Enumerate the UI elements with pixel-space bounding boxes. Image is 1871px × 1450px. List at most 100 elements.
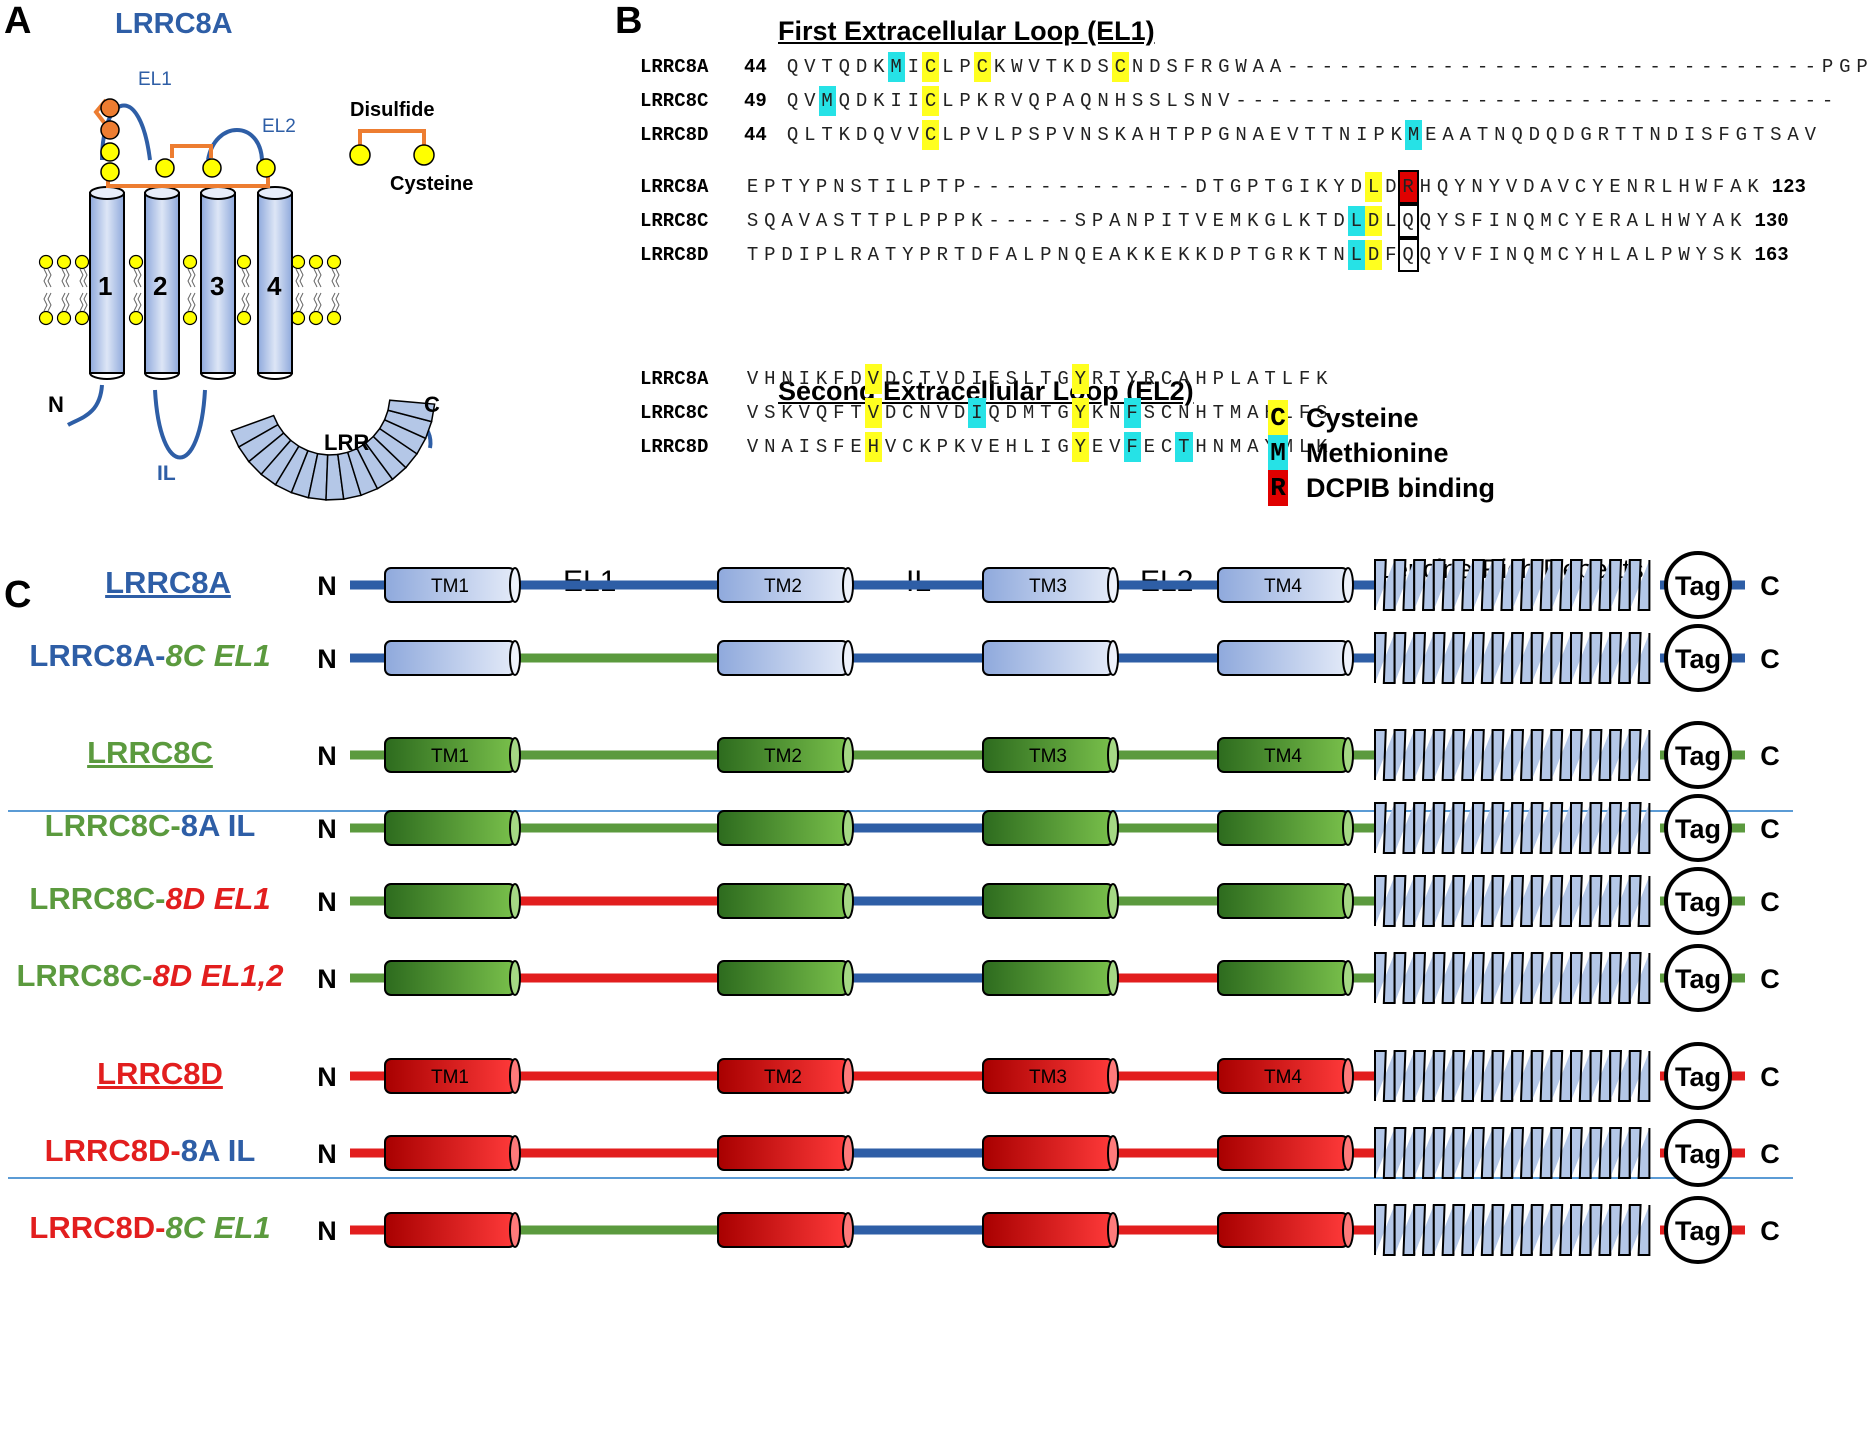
tm-label: TM2 [764, 1067, 802, 1088]
tm-label: TM3 [1029, 1067, 1067, 1088]
tag-label: Tag [1675, 741, 1721, 771]
sequence-name: LRRC8C [640, 402, 709, 424]
n-terminus-label: N [317, 887, 337, 917]
tm-label: TM3 [1029, 746, 1067, 767]
tm-segment-4 [1217, 810, 1354, 846]
tag-label: Tag [1675, 644, 1721, 674]
c-terminus-label: C [1760, 814, 1780, 844]
construct-label-part: LRRC8A [105, 565, 231, 600]
membrane-lipid-heads-top [38, 254, 342, 288]
tm-segment-3 [982, 640, 1119, 676]
tm-segment-1: TM1 [384, 737, 521, 773]
tm-label: TM1 [431, 746, 469, 767]
tm-label: TM4 [1264, 1067, 1302, 1088]
tm-segment-4 [1217, 640, 1354, 676]
el1-alignment-header: First Extracellular Loop (EL1) [778, 16, 1155, 46]
membrane-lipid-heads-bottom [38, 292, 342, 326]
panel-label-c: C [4, 574, 32, 616]
lipid-head [38, 254, 54, 270]
tag-label: Tag [1675, 964, 1721, 994]
construct-label-part: LRRC8C- [44, 808, 181, 843]
panel-a-topology-diagram: LRRC8A 1 2 [0, 0, 620, 540]
tm-segment-1 [384, 1212, 521, 1248]
tm-label: TM4 [1264, 746, 1302, 767]
c-terminus-label: C [424, 392, 440, 417]
tm-segment-2: TM2 [717, 567, 854, 603]
sequence-start-number: 44 [744, 56, 767, 78]
construct-label: LRRC8D-8C EL1 [0, 1210, 300, 1246]
sequence-start-number: 44 [744, 124, 767, 146]
construct-label: LRRC8C-8D EL1,2 [0, 958, 300, 994]
tm-segment-4 [1217, 883, 1354, 919]
tm-helix-3 [200, 186, 236, 380]
tag-label: Tag [1675, 1139, 1721, 1169]
lipid-head [56, 254, 72, 270]
lipid-head [74, 254, 90, 270]
cysteine-bead-3 [155, 158, 175, 178]
sequence-end-number: 130 [1754, 210, 1789, 232]
el2-label: EL2 [262, 116, 296, 137]
tm-segment-3 [982, 883, 1119, 919]
el1-loop [100, 103, 152, 161]
tag-circle [1664, 1196, 1732, 1264]
tm-segment-2 [717, 810, 854, 846]
n-terminus-label: N [317, 644, 337, 674]
lipid-head [290, 310, 306, 326]
tm-segment-1 [384, 810, 521, 846]
construct-label: LRRC8A [0, 565, 336, 601]
tm-label: TM2 [764, 746, 802, 767]
tm-number-1: 1 [98, 271, 112, 301]
tm-helix-2 [144, 186, 180, 380]
tm-segment-3 [982, 1212, 1119, 1248]
c-terminus-label: C [1760, 571, 1780, 601]
el2-loop [206, 128, 264, 161]
tag-circle [1664, 1119, 1732, 1187]
tm-helix-4 [257, 186, 293, 380]
tm-label: TM2 [764, 576, 802, 597]
sequence-name: LRRC8D [640, 436, 709, 458]
construct-label-part: LRRC8D- [29, 1210, 166, 1245]
tm-segment-2 [717, 960, 854, 996]
group-separator-1 [8, 810, 1793, 812]
construct-label-part: 8C EL1 [165, 638, 271, 673]
tag-label: Tag [1675, 571, 1721, 601]
cysteine-bead-4 [202, 158, 222, 178]
tm-segment-4 [1217, 1135, 1354, 1171]
construct-label-part: LRRC8D- [44, 1133, 181, 1168]
tag-label: Tag [1675, 1216, 1721, 1246]
sequence-residues: VNAISFEHVCKPKVEHLIGYEVFECTHNMAYMLK [744, 432, 1331, 462]
tag-label: Tag [1675, 1062, 1721, 1092]
legend-swatch: C [1268, 400, 1288, 436]
n-terminus-label: N [317, 814, 337, 844]
construct-label-part: 8D EL1,2 [152, 958, 284, 993]
legend-label: DCPIB binding [1306, 472, 1495, 503]
n-terminus-label: N [317, 571, 337, 601]
cysteine-legend-icon-b [413, 144, 435, 166]
tag-circle [1664, 794, 1732, 862]
lrr-segment [387, 399, 436, 423]
n-terminus-label: N [317, 1062, 337, 1092]
legend-swatch: M [1268, 435, 1288, 471]
construct-label: LRRC8C [0, 735, 300, 771]
lipid-head [326, 310, 342, 326]
construct-label-part: LRRC8D [97, 1056, 223, 1091]
c-terminus-label: C [1760, 1062, 1780, 1092]
cysteine-legend-label: Cysteine [390, 173, 473, 195]
tm-segment-3 [982, 810, 1119, 846]
construct-label-part: LRRC8C [87, 735, 213, 770]
lipid-head [128, 254, 144, 270]
tm-segment-1 [384, 1135, 521, 1171]
lrr-repeats [1374, 729, 1651, 781]
lipid-head [182, 254, 198, 270]
tag-circle [1664, 1042, 1732, 1110]
